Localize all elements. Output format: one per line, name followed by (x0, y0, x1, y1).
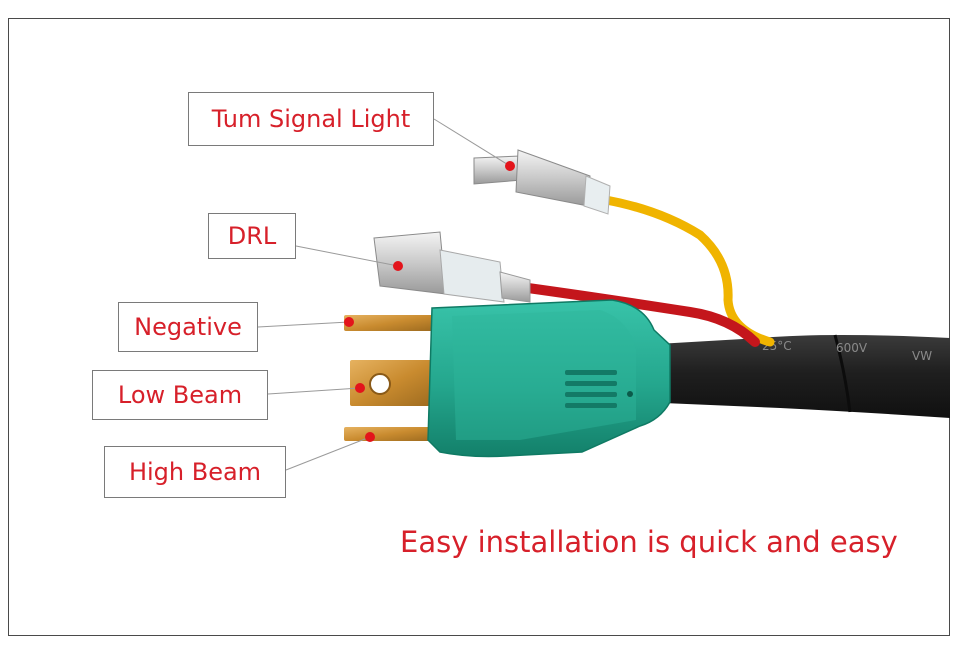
pointer-line-turn (433, 118, 511, 167)
installation-caption: Easy installation is quick and easy (400, 525, 898, 559)
cable-sleeve-edge (833, 334, 852, 413)
label-drl: DRL (208, 213, 296, 259)
pointer-line-low (267, 387, 361, 395)
pointer-dot-low (355, 383, 365, 393)
pointer-line-drl (295, 245, 399, 267)
drl-terminal (373, 231, 531, 303)
pointer-dot-drl (393, 261, 403, 271)
low-beam-pin (350, 360, 436, 406)
pointer-line-negative (257, 321, 350, 328)
red-wire (523, 283, 760, 347)
label-negative: Negative (118, 302, 258, 352)
main-cable (640, 335, 950, 418)
label-high-beam: High Beam (104, 446, 286, 498)
cable-marking-3: VW (912, 349, 932, 363)
pointer-dot-turn (505, 161, 515, 171)
high-beam-pin (344, 427, 436, 441)
pointer-dot-high (365, 432, 375, 442)
low-beam-pin-hole (369, 373, 391, 395)
negative-pin (344, 315, 436, 331)
label-turn-signal-light: Tum Signal Light (188, 92, 434, 146)
teal-connector (427, 299, 671, 458)
label-low-beam: Low Beam (92, 370, 268, 420)
cable-marking-2: 600V (836, 341, 868, 355)
pointer-dot-negative (344, 317, 354, 327)
pointer-line-high (285, 436, 371, 471)
turn-signal-terminal (473, 149, 611, 215)
